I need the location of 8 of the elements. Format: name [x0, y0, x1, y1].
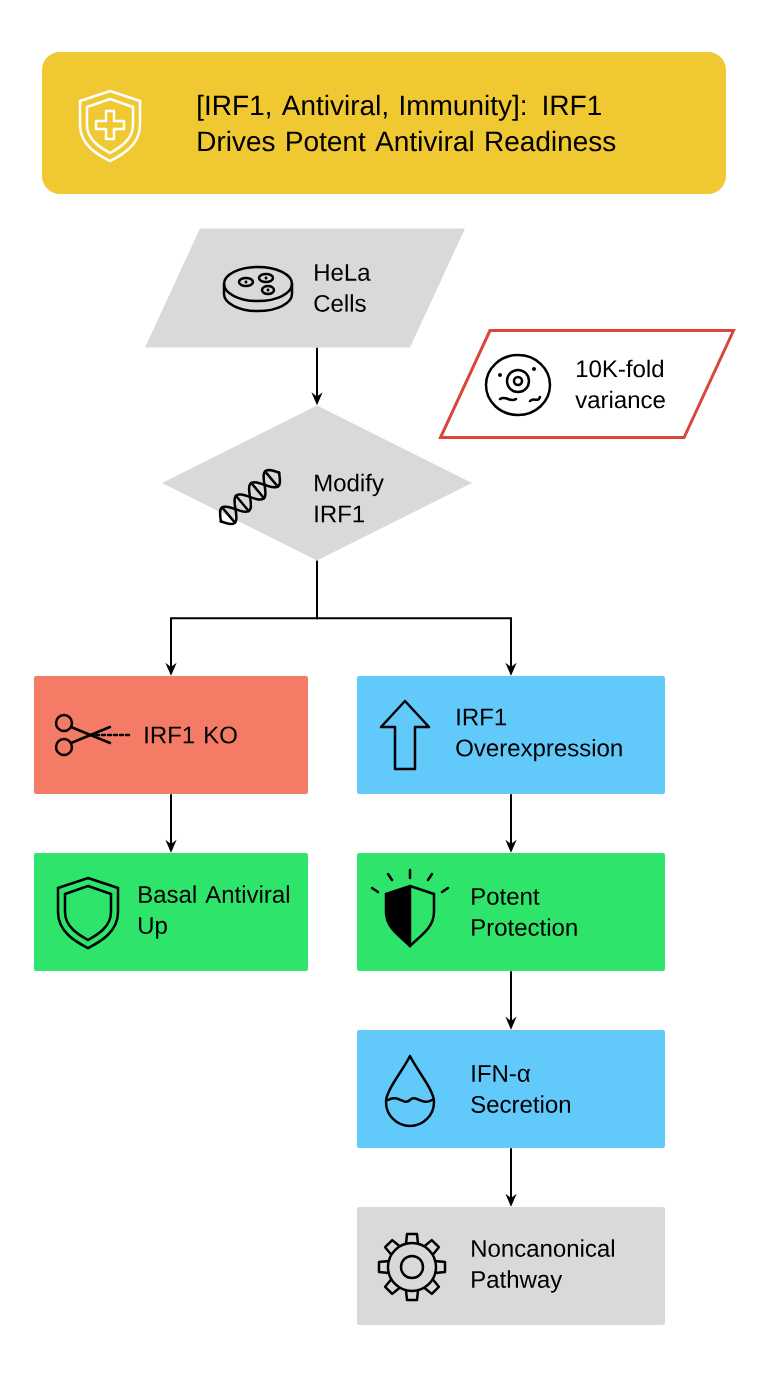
title-banner: [IRF1, Antiviral, Immunity]: IRF1 Drives Potent Antiviral Readiness	[42, 52, 726, 194]
process-box: IFN-α Secretion	[357, 1030, 665, 1148]
process-box: Potent Protection	[357, 853, 665, 971]
process-box: IRF1 KO	[34, 676, 308, 794]
process-box: Noncanonical Pathway	[357, 1207, 665, 1325]
input-parallelogram: HeLa Cells	[145, 228, 465, 348]
process-box: IRF1 Overexpression	[357, 676, 665, 794]
process-box: Basal Antiviral Up	[34, 853, 308, 971]
